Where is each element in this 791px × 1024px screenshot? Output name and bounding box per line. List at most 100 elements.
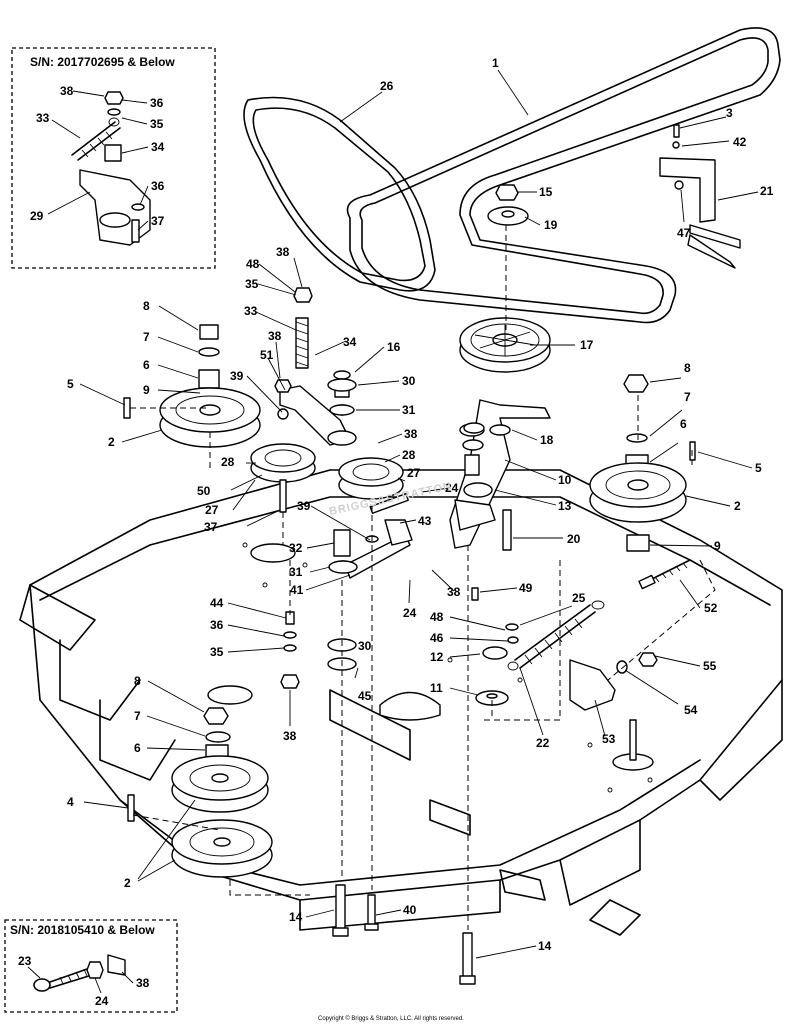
callout-c25: 25 [572, 591, 586, 605]
callout-c27a: 27 [205, 503, 219, 517]
callout-j23: 23 [18, 954, 32, 968]
callout-c35: 35 [245, 277, 259, 291]
callout-c21: 21 [760, 184, 774, 198]
callout-c51: 51 [260, 348, 274, 362]
callout-c5r: 5 [755, 461, 762, 475]
callout-c52: 52 [704, 601, 718, 615]
callout-c8r: 8 [684, 361, 691, 375]
callout-c16: 16 [387, 340, 401, 354]
callout-c10: 10 [558, 473, 572, 487]
callout-c5l: 5 [67, 377, 74, 391]
callout-c30b: 30 [358, 639, 372, 653]
nut-15 [495, 184, 519, 201]
callout-c17: 17 [580, 338, 594, 352]
tension-spring-22 [507, 600, 605, 671]
callout-c32: 32 [289, 541, 303, 555]
callout-j24: 24 [95, 994, 109, 1008]
callout-c6l: 6 [143, 358, 150, 372]
belt-guide-bracket [659, 124, 741, 269]
spindle-pulley-right [589, 374, 696, 761]
callout-c3: 3 [726, 106, 733, 120]
callout-c38d: 38 [268, 329, 282, 343]
callout-i33: 33 [36, 111, 50, 125]
inset-bottom-left: S/N: 2018105410 & Below [4, 919, 178, 1013]
callout-c42: 42 [733, 135, 747, 149]
callout-c4: 4 [67, 795, 74, 809]
idler-arm-and-spring [274, 287, 357, 446]
callout-c50: 50 [197, 484, 211, 498]
callout-c41: 41 [290, 583, 304, 597]
callout-c18: 18 [540, 433, 554, 447]
callout-c2l: 2 [108, 435, 115, 449]
callout-c26: 26 [380, 79, 394, 93]
callout-c6b: 6 [134, 741, 141, 755]
callout-c39b: 39 [297, 499, 311, 513]
flat-washer-19 [487, 206, 529, 226]
callout-i34: 34 [151, 140, 165, 154]
callout-c47: 47 [677, 226, 691, 240]
callout-c24b: 24 [403, 606, 417, 620]
callout-i35: 35 [150, 117, 164, 131]
callout-c7b: 7 [134, 709, 141, 723]
deck-belt [243, 96, 436, 292]
washers-and-bushings [327, 378, 519, 706]
callout-c36: 36 [210, 618, 224, 632]
callout-c39a: 39 [230, 369, 244, 383]
callout-c30a: 30 [402, 374, 416, 388]
callout-c46: 46 [430, 631, 444, 645]
callout-c11: 11 [430, 681, 443, 695]
callout-c14a: 14 [289, 910, 303, 924]
callout-c49: 49 [519, 581, 533, 595]
callout-c45: 45 [358, 689, 372, 703]
callout-c37: 37 [204, 520, 218, 534]
mower-deck-housing [19, 469, 783, 936]
callout-c9l: 9 [143, 383, 150, 397]
callout-c48b: 48 [430, 610, 444, 624]
alignment-lines [130, 225, 716, 930]
callout-c8b: 8 [134, 674, 141, 688]
callout-c7l: 7 [143, 330, 150, 344]
callout-c2b: 2 [124, 876, 131, 890]
callout-c9r: 9 [714, 539, 721, 553]
callout-i29: 29 [30, 209, 44, 223]
callout-c28b: 28 [402, 448, 416, 462]
callout-c43: 43 [418, 514, 432, 528]
callout-c13: 13 [558, 499, 572, 513]
callout-i37: 37 [151, 214, 165, 228]
callout-c22: 22 [536, 736, 550, 750]
callout-c2r: 2 [734, 499, 741, 513]
callout-c53: 53 [602, 732, 616, 746]
callout-i38: 38 [60, 84, 74, 98]
callout-c1: 1 [492, 56, 499, 70]
callout-j38: 38 [136, 976, 150, 990]
callout-c38e: 38 [283, 729, 297, 743]
callout-c19: 19 [544, 218, 558, 232]
main-drive-belt [346, 27, 781, 324]
callout-c15: 15 [539, 185, 553, 199]
leader-lines [27, 69, 759, 994]
callout-c24a: 24 [445, 481, 459, 495]
callout-c8l: 8 [143, 299, 150, 313]
callout-c20: 20 [567, 532, 581, 546]
spindle-pulley-left-upper [123, 324, 261, 448]
callout-c27b: 27 [407, 466, 421, 480]
eyebolt-52 [638, 559, 691, 590]
inset-bottom-left-title: S/N: 2018105410 & Below [10, 923, 155, 937]
hardware-53-55 [569, 652, 658, 711]
idler-arm-10 [449, 399, 551, 551]
callout-c28a: 28 [221, 455, 235, 469]
spindle-pulley-left-lower [127, 707, 273, 878]
callout-labels: 1 26 3 42 21 47 15 19 17 18 10 13 20 8 7… [18, 56, 774, 1008]
callout-c44: 44 [210, 596, 224, 610]
callout-c55: 55 [703, 659, 717, 673]
callout-c48a: 48 [246, 257, 260, 271]
idler-pulley-17 [459, 317, 551, 373]
callout-c34: 34 [343, 335, 357, 349]
callout-c31a: 31 [402, 403, 416, 417]
callout-i36b: 36 [151, 179, 165, 193]
callout-c12: 12 [430, 650, 444, 664]
callout-c35b: 35 [210, 645, 224, 659]
callout-c33: 33 [244, 304, 258, 318]
callout-c38a: 38 [276, 245, 290, 259]
